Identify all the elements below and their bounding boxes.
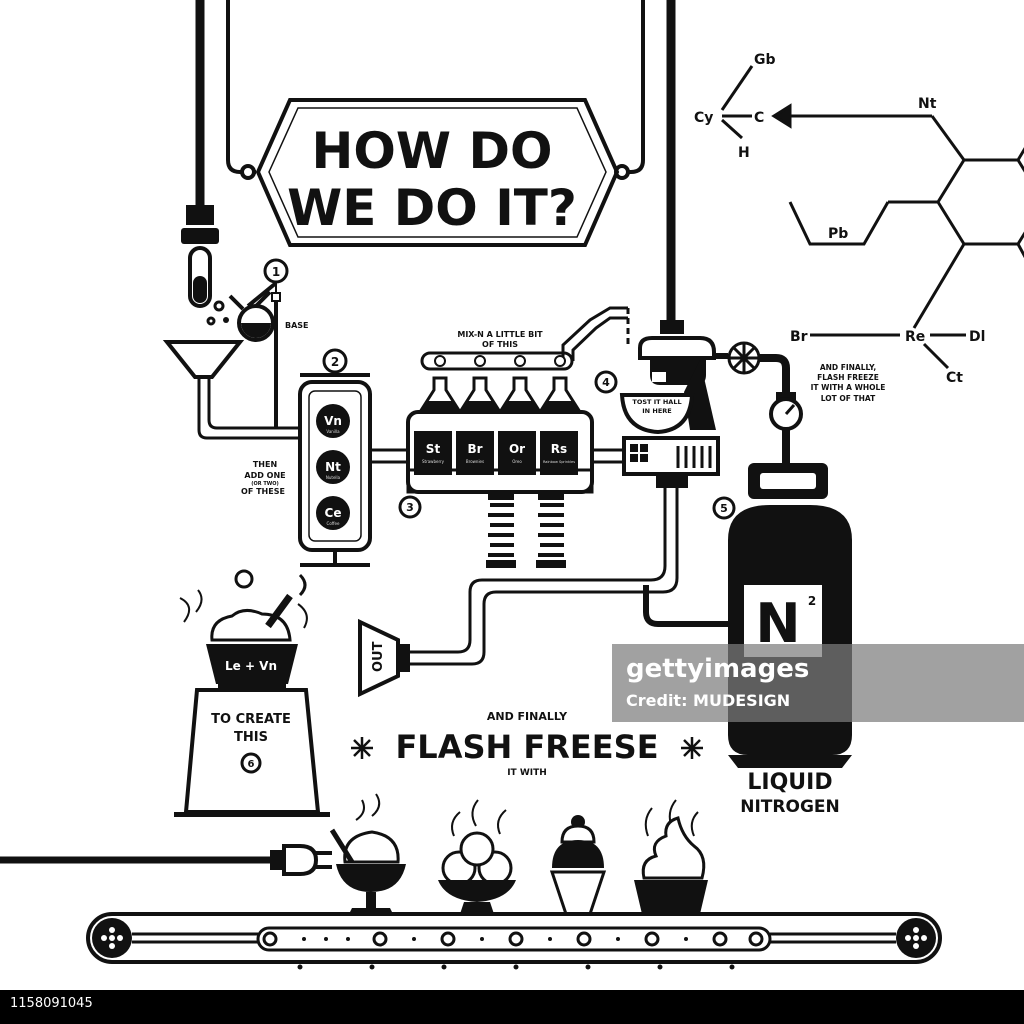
ice-cream-scoops-icon (438, 799, 516, 914)
mixer-element-symbol: Rs (551, 442, 567, 456)
label-final: FLASH FREEZE (817, 373, 879, 382)
flask-icon (228, 281, 278, 342)
step-number: 3 (406, 501, 414, 514)
label-create: THIS (234, 730, 268, 745)
mixer-element-name: Strawberry (422, 459, 445, 464)
mixer-element-name: Oreo (512, 459, 522, 464)
mixer-element-symbol: St (426, 442, 441, 456)
column-element-name: Vanilla (326, 429, 340, 434)
ingredient-column (298, 348, 372, 567)
label-then: OF THESE (241, 487, 285, 496)
label-mix: OF THIS (482, 340, 518, 349)
label-mix: MIX-N A LITTLE BIT (457, 330, 543, 339)
step-5-marker (712, 496, 736, 520)
label-nitrogen: NITROGEN (740, 797, 840, 817)
molecule-atom: Br (790, 329, 808, 345)
molecule-diagram (720, 65, 1024, 370)
step-number: 5 (720, 502, 728, 515)
footer-bar (0, 990, 1024, 1024)
cone-cup-icon (549, 815, 607, 916)
mixer-machine: MIX-N A LITTLE BIT OF THIS (406, 330, 594, 568)
watermark-credit: Credit: MUDESIGN (626, 691, 790, 710)
title-line-2: WE DO IT? (287, 179, 577, 237)
mixer-element-name: Rainbow Sprinkles (543, 460, 575, 464)
label-tost: TOST IT HALL (632, 398, 681, 406)
molecule-atom: Re (905, 329, 925, 345)
molecule-atom: Gb (754, 52, 776, 68)
molecule-atom: Dl (969, 329, 985, 345)
test-tube-icon (181, 205, 229, 326)
label-flash-freese: FLASH FREESE (395, 728, 658, 766)
mixer-element-name: Brownies (466, 459, 484, 464)
label-then: ADD ONE (244, 471, 285, 480)
soft-serve-icon (634, 799, 708, 914)
footer-id: 1158091045 (10, 996, 93, 1011)
label-liquid: LIQUID (747, 770, 832, 795)
label-tost: IN HERE (642, 407, 671, 415)
snowflake-icon (351, 737, 373, 759)
title-line-1: HOW DO (312, 122, 553, 180)
label-final: LOT OF THAT (821, 394, 876, 403)
watermark-brand: gettyimages (626, 654, 809, 684)
step-3-marker (398, 495, 422, 519)
label-then: THEN (253, 460, 277, 469)
mixer-element-symbol: Br (467, 442, 482, 456)
step-number: 4 (602, 376, 610, 389)
label-then: (OR TWO) (251, 481, 279, 487)
conveyor-belt (86, 912, 942, 970)
label-create: TO CREATE (211, 712, 291, 727)
label-final: IT WITH A WHOLE (811, 383, 886, 392)
mixer-element-symbol: Or (509, 442, 525, 456)
label-final: AND FINALLY, (820, 363, 876, 372)
bowl-label: Le + Vn (225, 659, 277, 673)
column-element-symbol: Vn (324, 414, 342, 428)
step-number: 6 (248, 759, 255, 770)
step-number: 1 (272, 265, 280, 279)
molecule-atom: Cy (694, 110, 713, 126)
stand-mixer-icon (619, 320, 720, 488)
column-element-name: Coffee (327, 521, 340, 526)
valve-wheel-icon (714, 341, 790, 392)
molecule-atom: Ct (946, 370, 963, 386)
funnel-icon (162, 301, 278, 428)
column-element-symbol: Nt (325, 460, 341, 474)
column-element-symbol: Ce (325, 506, 342, 520)
label-and-finally: AND FINALLY (487, 710, 568, 723)
step-number: 2 (331, 355, 339, 369)
out-funnel-icon (358, 618, 410, 698)
title-frame (195, 0, 676, 320)
molecule-atom: H (738, 145, 750, 161)
pedestal (174, 688, 330, 817)
label-it-with: IT WITH (507, 768, 547, 778)
sundae-glass-icon (329, 793, 406, 916)
ice-cream-bowl-icon (179, 569, 308, 688)
molecule-atom: Pb (828, 226, 848, 242)
tank-superscript: 2 (808, 594, 816, 608)
molecule-atom: C (754, 110, 764, 126)
snowflake-icon (681, 737, 703, 759)
watermark: gettyimages Credit: MUDESIGN (612, 644, 1024, 722)
pressure-gauge-icon (769, 392, 803, 465)
step-4-marker (594, 370, 618, 394)
column-element-name: Nutella (326, 475, 341, 480)
label-base: BASE (285, 321, 309, 330)
label-out: OUT (371, 641, 386, 672)
power-plug-icon (0, 844, 332, 876)
pipe-network (197, 306, 728, 666)
molecule-atom: Nt (918, 96, 937, 112)
